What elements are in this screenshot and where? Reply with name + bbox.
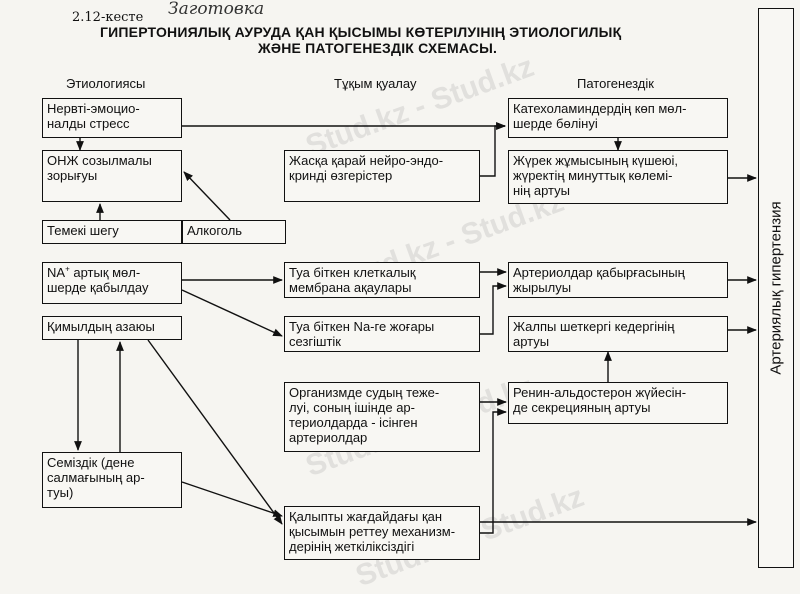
- box-catecholamines: Катехоламиндердің көп мөл- шерде бөлінуі: [508, 98, 728, 138]
- box-neuroendocrine: Жасқа қарай нейро-эндо- кринді өзгерісте…: [284, 150, 480, 202]
- arrow-inactivity-regulation: [147, 339, 283, 525]
- box-renin-aldosterone: Ренин-альдостерон жүйесін- де секрецияны…: [508, 382, 728, 424]
- handwritten-note: Заготовка: [168, 0, 265, 19]
- arrow-neuro-catechol: [480, 122, 506, 177]
- box-sodium: NA+ артық мөл- шерде қабылдау: [42, 262, 182, 304]
- box-water-retention: Организмде судың теже- луі, соның ішінде…: [284, 382, 480, 452]
- arrow-regulation-renin: [480, 408, 507, 534]
- box-arteriole-wall: Артериолдар қабырғасының жырылуы: [508, 262, 728, 298]
- box-obesity: Семіздік (дене салмағының ар- туы): [42, 452, 182, 508]
- column-header-etiology: Этиологиясы: [66, 76, 146, 91]
- diagram-title-line2: ЖӘНЕ ПАТОГЕНЕЗДІК СХЕМАСЫ.: [258, 40, 498, 56]
- connector-arrows: [74, 122, 757, 534]
- diagram-title-line1: ГИПЕРТОНИЯЛЫҚ АУРУДА ҚАН ҚЫСЫМЫ КӨТЕРІЛУ…: [100, 24, 622, 40]
- arrow-alcohol-cns: [183, 171, 231, 221]
- box-arterial-hypertension: Артериялық гипертензия: [758, 8, 794, 568]
- box-cns-overload: ОНЖ созылмалы зорығуы: [42, 150, 182, 202]
- box-smoking: Темекі шегу: [42, 220, 182, 244]
- arrow-obesity-regulation: [181, 481, 283, 517]
- column-header-heredity: Тұқым қуалау: [334, 76, 417, 91]
- box-membrane-defect: Туа біткен клеткалық мембрана ақаулары: [284, 262, 480, 298]
- box-regulation-insufficiency: Қалыпты жағдайдағы қан қысымын реттеу ме…: [284, 506, 480, 560]
- box-stress: Нервті-эмоцио- налды стресс: [42, 98, 182, 138]
- arrow-sensitivity-arteriole: [480, 282, 507, 335]
- table-number: 2.12-кесте: [72, 10, 144, 25]
- box-alcohol: Алкоголь: [182, 220, 286, 244]
- column-header-pathogenesis: Патогенездік: [577, 76, 654, 91]
- box-sodium-sensitivity: Туа біткен Na-ге жоғары сезгіштік: [284, 316, 480, 352]
- arrow-sodium-sensitivity: [181, 289, 283, 337]
- box-cardiac-output: Жүрек жұмысының күшеюі, жүректің минутты…: [508, 150, 728, 204]
- box-inactivity: Қимылдың азаюы: [42, 316, 182, 340]
- box-peripheral-resistance: Жалпы шеткергі кедергінің артуы: [508, 316, 728, 352]
